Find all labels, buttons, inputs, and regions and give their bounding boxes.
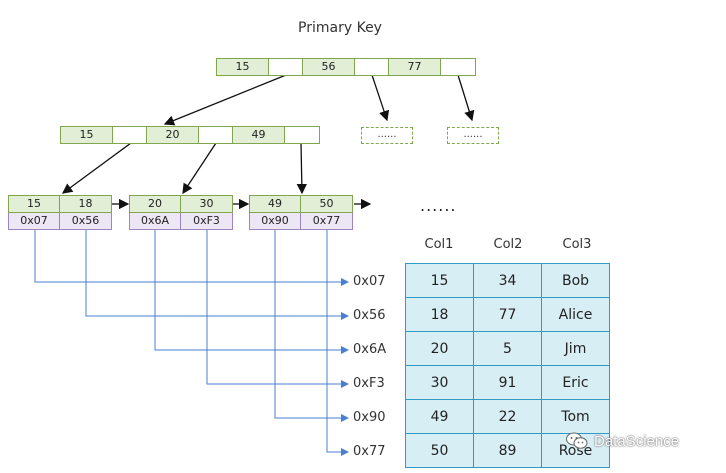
root-key: 77 xyxy=(389,59,441,75)
root-to-placeholder-arrow xyxy=(457,74,475,122)
table-cell: 91 xyxy=(473,365,542,400)
table-cell: 5 xyxy=(473,331,542,366)
table-cell: 34 xyxy=(473,263,542,298)
internal-to-leaf-arrow xyxy=(182,142,217,195)
internal-pointer xyxy=(285,127,319,143)
internal-to-leaf-arrow xyxy=(296,142,308,195)
table-row: 30 91 Eric xyxy=(405,365,610,400)
leaf-key: 50 xyxy=(301,196,352,212)
leaf-address: 0x90 xyxy=(250,213,301,229)
table-cell: 89 xyxy=(473,433,542,468)
internal-key: 49 xyxy=(233,127,285,143)
leaf-key: 30 xyxy=(181,196,232,212)
watermark-text: DataScience xyxy=(594,432,680,450)
leaf-key: 15 xyxy=(9,196,60,212)
table-cell: 15 xyxy=(405,263,474,298)
leaf-address: 0x6A xyxy=(130,213,181,229)
internal-pointer xyxy=(199,127,233,143)
placeholder-node: ...... xyxy=(361,127,413,144)
internal-to-leaf-arrow xyxy=(61,142,132,194)
leaf-address: 0xF3 xyxy=(181,213,232,229)
root-node: 15 56 77 xyxy=(216,58,476,76)
internal-key: 20 xyxy=(147,127,199,143)
leaf-node: 49 50 0x90 0x77 xyxy=(249,195,353,230)
leaf-address: 0x07 xyxy=(9,213,60,229)
table-cell: Tom xyxy=(541,399,610,434)
watermark: DataScience xyxy=(566,432,679,450)
internal-key: 15 xyxy=(61,127,113,143)
internal-node: 15 20 49 xyxy=(60,126,320,144)
table-cell: Bob xyxy=(541,263,610,298)
table-cell: Eric xyxy=(541,365,610,400)
table-cell: 22 xyxy=(473,399,542,434)
column-header: Col1 xyxy=(424,237,454,252)
root-key: 56 xyxy=(303,59,355,75)
leaf-key: 49 xyxy=(250,196,301,212)
table-cell: 77 xyxy=(473,297,542,332)
root-pointer xyxy=(441,59,475,75)
table-cell: Alice xyxy=(541,297,610,332)
row-address-label: 0x07 xyxy=(353,274,386,289)
more-nodes-ellipsis: ...... xyxy=(420,196,457,215)
data-table: 15 34 Bob 18 77 Alice 20 5 Jim 30 91 Eri… xyxy=(405,263,610,468)
addr-connector xyxy=(206,229,349,388)
leaf-key: 18 xyxy=(60,196,111,212)
root-key: 15 xyxy=(217,59,269,75)
table-cell: 49 xyxy=(405,399,474,434)
row-address-label: 0x90 xyxy=(353,410,386,425)
table-row: 18 77 Alice xyxy=(405,297,610,332)
root-pointer xyxy=(269,59,303,75)
addr-connector xyxy=(34,229,349,286)
table-row: 15 34 Bob xyxy=(405,263,610,298)
diagram-title: Primary Key xyxy=(298,20,382,36)
addr-connector xyxy=(154,229,349,354)
addr-connector xyxy=(326,229,349,456)
leaf-node: 20 30 0x6A 0xF3 xyxy=(129,195,233,230)
table-cell: 20 xyxy=(405,331,474,366)
root-pointer xyxy=(355,59,389,75)
root-to-internal-arrow xyxy=(163,74,287,126)
table-cell: Rose xyxy=(541,433,610,468)
table-cell: Jim xyxy=(541,331,610,366)
placeholder-node: ...... xyxy=(447,127,499,144)
table-row: 49 22 Tom xyxy=(405,399,610,434)
table-cell: 18 xyxy=(405,297,474,332)
row-address-label: 0xF3 xyxy=(353,376,385,391)
row-address-label: 0x6A xyxy=(353,342,387,357)
column-header: Col3 xyxy=(562,237,592,252)
leaf-key: 20 xyxy=(130,196,181,212)
addr-connector xyxy=(85,229,349,320)
column-header: Col2 xyxy=(493,237,523,252)
table-row: 50 89 Rose xyxy=(405,433,610,468)
table-row: 20 5 Jim xyxy=(405,331,610,366)
internal-pointer xyxy=(113,127,147,143)
leaf-address: 0x77 xyxy=(301,213,352,229)
table-cell: 30 xyxy=(405,365,474,400)
leaf-address: 0x56 xyxy=(60,213,111,229)
addr-connector xyxy=(274,229,349,422)
row-address-label: 0x77 xyxy=(353,444,386,459)
wechat-icon xyxy=(566,432,588,450)
leaf-node: 15 18 0x07 0x56 xyxy=(8,195,112,230)
row-address-label: 0x56 xyxy=(353,308,386,323)
table-cell: 50 xyxy=(405,433,474,468)
root-to-placeholder-arrow xyxy=(371,74,390,122)
